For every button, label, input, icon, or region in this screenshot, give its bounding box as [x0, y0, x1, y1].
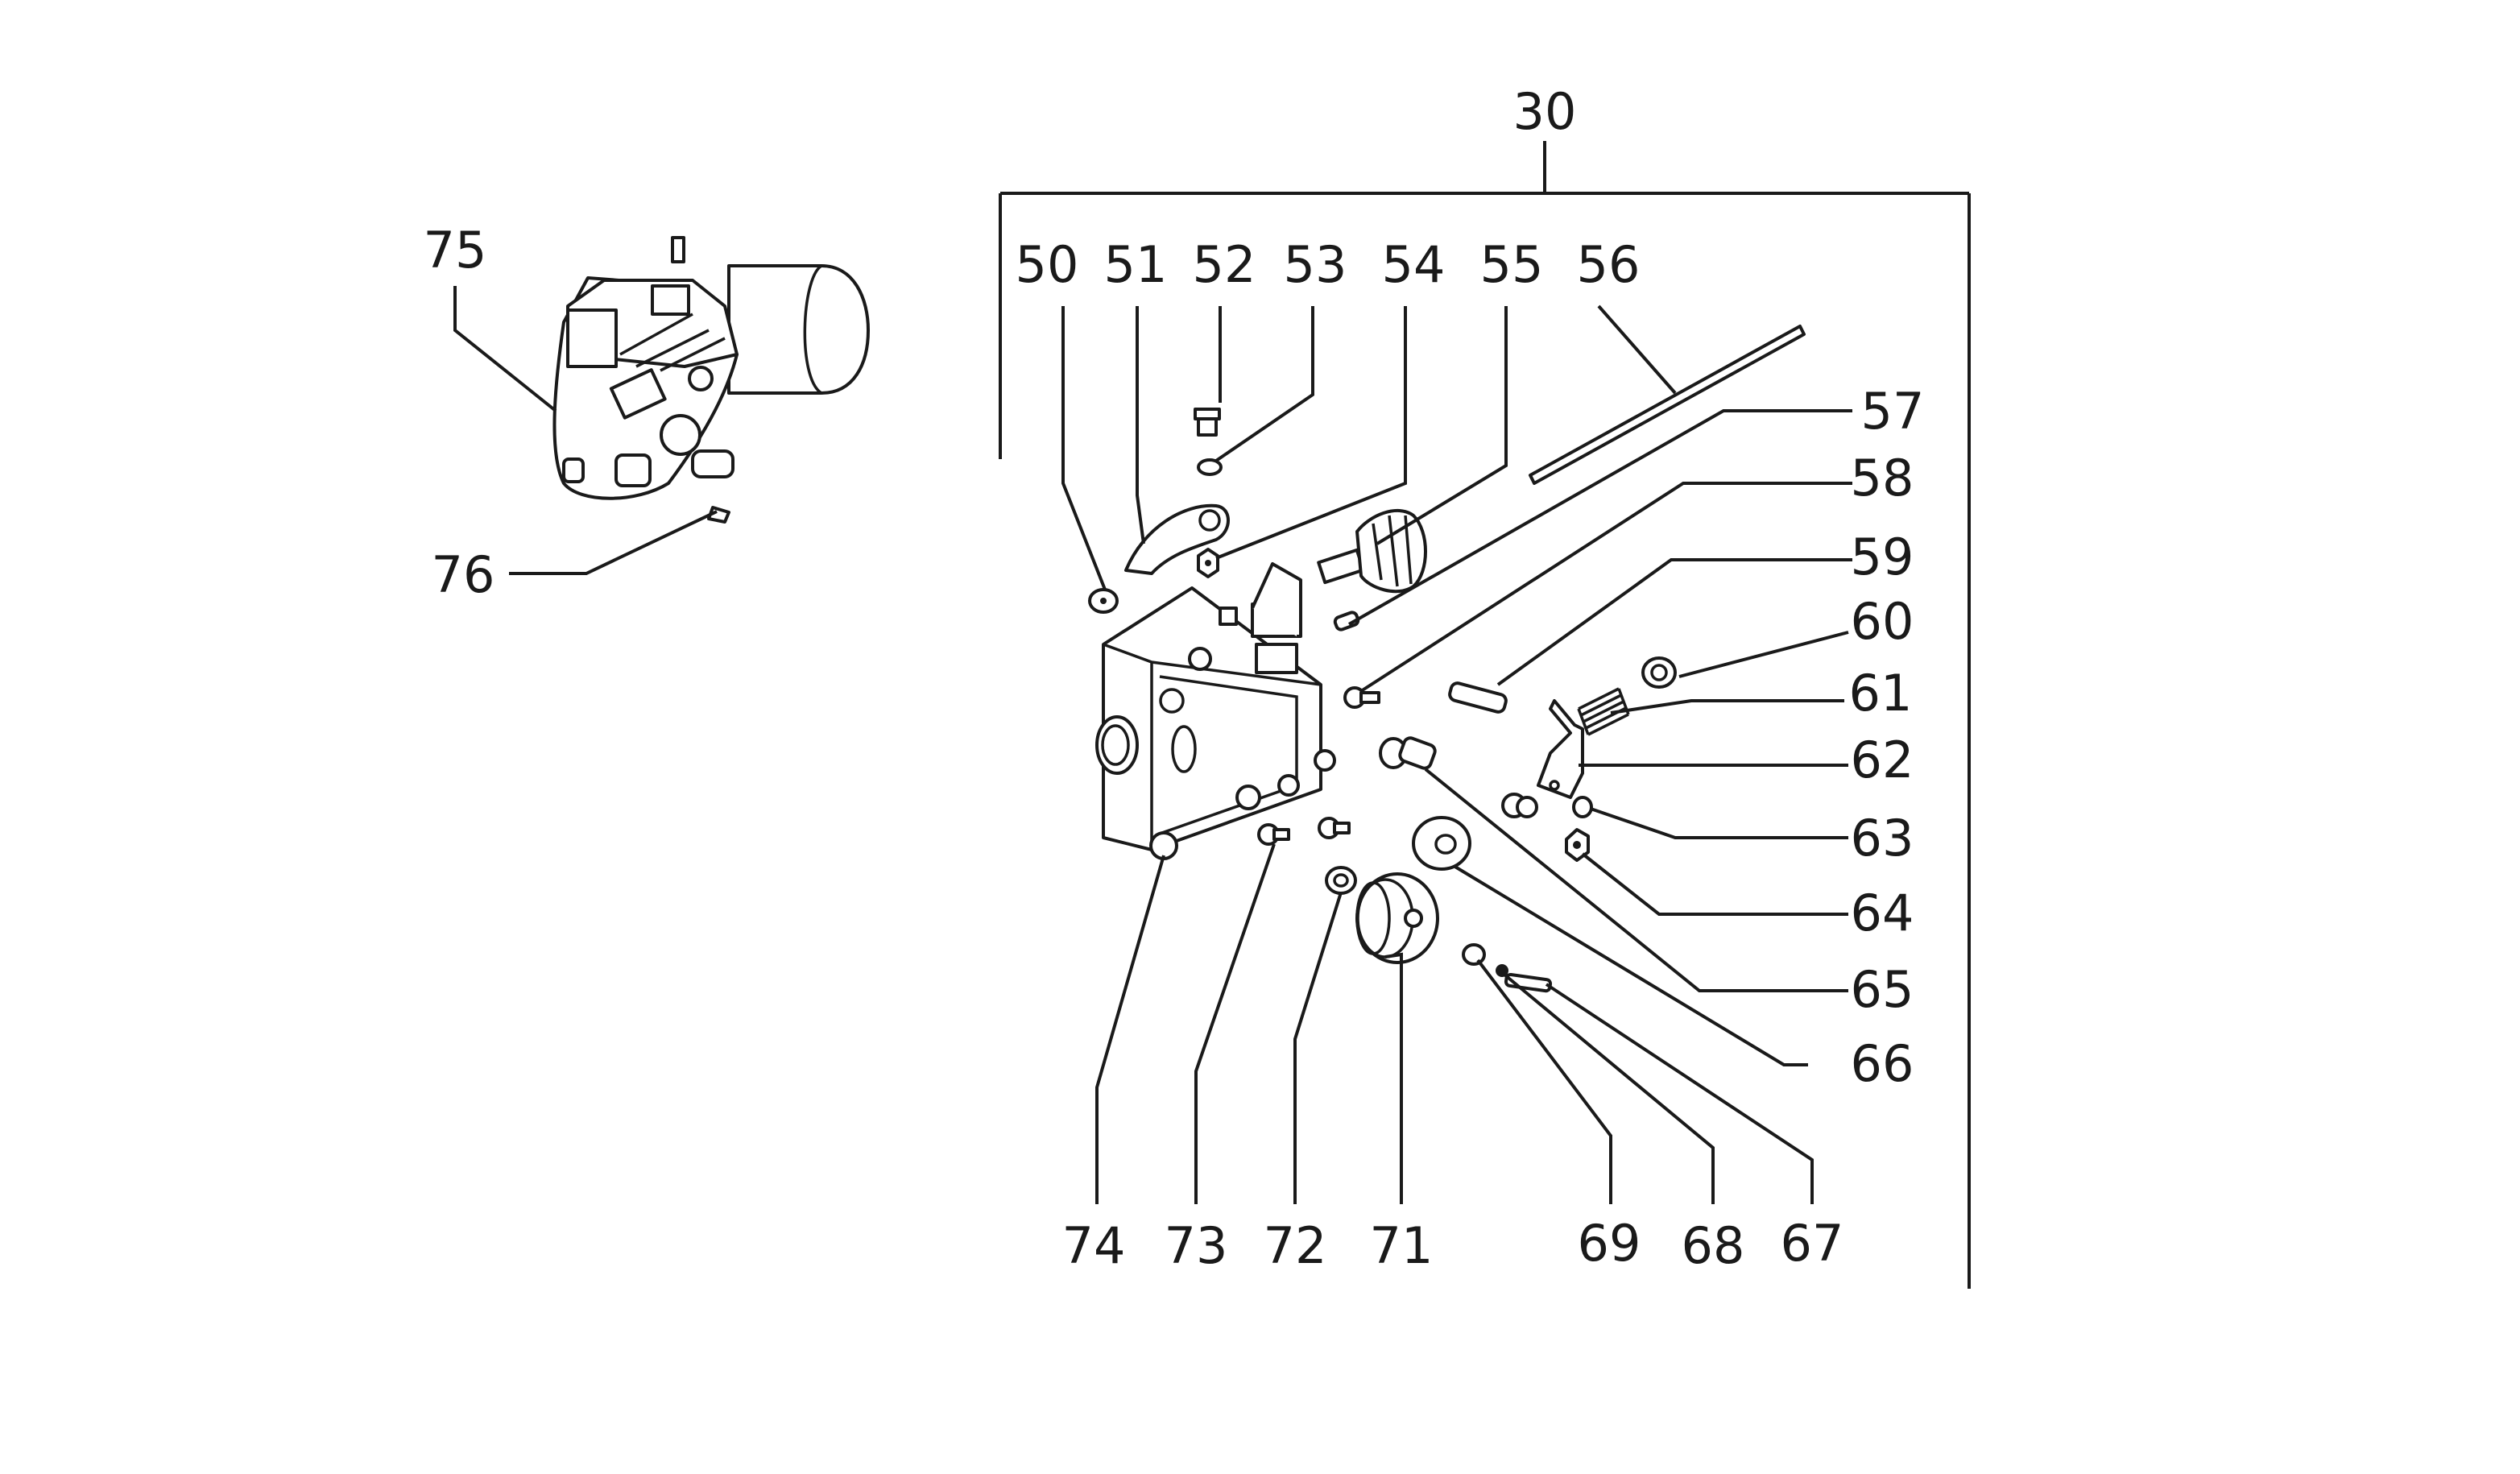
- part-labels: 30 50 51 52 53 54 55 56 57 58 59 60 61 6…: [424, 82, 1925, 1275]
- leader-lines: [453, 286, 1852, 1204]
- label-64: 64: [1851, 884, 1914, 942]
- label-75: 75: [424, 221, 487, 279]
- gear-71: [1355, 872, 1439, 964]
- assembly-bracket-30: [999, 141, 1971, 1289]
- label-66: 66: [1851, 1034, 1914, 1093]
- label-55: 55: [1480, 235, 1544, 294]
- label-59: 59: [1851, 528, 1914, 586]
- disc-66: [1412, 816, 1471, 871]
- screw-52: [1194, 408, 1221, 437]
- label-30: 30: [1513, 82, 1577, 141]
- spring-61: [1577, 687, 1630, 736]
- label-74: 74: [1062, 1216, 1126, 1275]
- label-68: 68: [1682, 1216, 1745, 1275]
- label-65: 65: [1851, 960, 1914, 1019]
- label-58: 58: [1851, 449, 1914, 507]
- label-50: 50: [1016, 235, 1079, 294]
- bushing-72: [1325, 866, 1357, 895]
- label-63: 63: [1851, 809, 1914, 867]
- knob-shaft-55: [1317, 508, 1427, 594]
- label-54: 54: [1382, 235, 1446, 294]
- label-72: 72: [1264, 1216, 1327, 1275]
- label-56: 56: [1577, 235, 1641, 294]
- nut-54: [1197, 548, 1219, 578]
- label-67: 67: [1781, 1214, 1844, 1273]
- label-57: 57: [1861, 382, 1925, 441]
- label-61: 61: [1849, 664, 1913, 723]
- pin-57: [1333, 611, 1360, 631]
- label-52: 52: [1193, 235, 1256, 294]
- screws-73: [1257, 749, 1351, 846]
- label-69: 69: [1578, 1214, 1641, 1273]
- washer-53: [1197, 458, 1223, 476]
- rod-56: [1529, 325, 1806, 485]
- label-71: 71: [1370, 1216, 1434, 1275]
- label-76: 76: [432, 545, 495, 604]
- washer-50: [1088, 588, 1119, 614]
- nut-64: [1565, 828, 1590, 862]
- motor-assembly: [552, 236, 870, 524]
- shaft-65: [1379, 736, 1437, 770]
- label-73: 73: [1165, 1216, 1228, 1275]
- ring-63: [1572, 796, 1593, 818]
- label-53: 53: [1284, 235, 1347, 294]
- label-62: 62: [1851, 731, 1914, 789]
- screw-58: [1343, 686, 1380, 709]
- bracket-62: [1501, 699, 1584, 818]
- cam-lever-51: [1124, 503, 1230, 575]
- gear-housing: [1095, 562, 1322, 860]
- label-51: 51: [1104, 235, 1168, 294]
- washer-69: [1462, 943, 1486, 966]
- bushing-60: [1641, 656, 1677, 689]
- label-60: 60: [1851, 592, 1914, 651]
- pin-59: [1448, 681, 1508, 714]
